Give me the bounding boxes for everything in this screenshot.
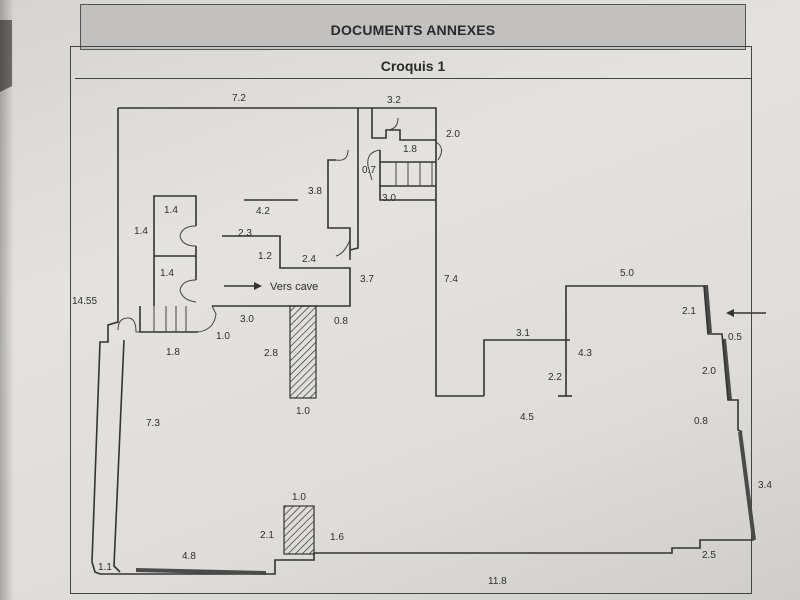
dim-stair-inner: 1.8: [403, 144, 417, 155]
dim-door-b: 0.8: [334, 316, 348, 327]
left-inner-wall: [113, 339, 125, 573]
stair-block-left-wall: [349, 108, 359, 251]
dim-bottom-window: 4.8: [182, 551, 196, 562]
right-window-c: [738, 431, 756, 541]
corridor-lower-wall: [212, 235, 351, 307]
door-arc-corridor-a: [335, 149, 349, 161]
dim-pillar-top: 1.0: [292, 492, 306, 503]
dim-right-wall-a: 2.0: [702, 366, 716, 377]
dim-room-top-b: 1.4: [160, 268, 174, 279]
stair-block-inner-top: [371, 108, 436, 141]
left-rooms: [117, 195, 217, 333]
corridor: [212, 149, 351, 307]
door-arc-room-a: [179, 225, 197, 247]
stair-block-top: [358, 107, 484, 397]
dim-corridor-mid: 2.3: [238, 228, 252, 239]
dim-long-side: 7.4: [444, 274, 458, 285]
dim-left-height: 14.55: [72, 296, 97, 307]
right-upper-wall: [565, 285, 743, 433]
hatched-pillar-middle: [289, 305, 317, 399]
arrow-vers-cave: [224, 282, 262, 290]
dim-stair-side: 2.0: [446, 129, 460, 140]
dim-top-wall: 7.2: [232, 93, 246, 104]
bottom-wall: [120, 539, 754, 575]
sketch-title-bar: Croquis 1: [75, 54, 751, 79]
dim-bottom-left: 1.1: [98, 562, 112, 573]
dim-small-gap: 0.7: [362, 165, 376, 176]
upper-stair-block: [349, 108, 442, 251]
sketch-title: Croquis 1: [380, 58, 446, 74]
dim-right-entry: 2.1: [682, 306, 696, 317]
right-window-a: [704, 284, 712, 334]
door-arc-right: [435, 141, 442, 161]
stair-under: [379, 186, 436, 201]
dim-step-b: 2.4: [302, 254, 316, 265]
bottom-window: [135, 568, 267, 575]
lower-stair-treads: [153, 306, 187, 332]
dim-right-wall-b: 0.8: [694, 416, 708, 427]
lower-stair-box: [139, 306, 198, 333]
dim-room-top-a: 1.4: [164, 205, 178, 216]
dim-door-a: 1.0: [216, 331, 230, 342]
dim-stair-bottom: 3.0: [382, 193, 396, 204]
dim-right-small: 0.5: [728, 332, 742, 343]
right-window-b: [722, 338, 732, 401]
door-arc-room-b: [179, 279, 197, 303]
dim-stair-top: 3.2: [387, 95, 401, 106]
dim-pillar-right: 1.6: [330, 532, 344, 543]
hatched-pillar-bottom: [283, 505, 315, 555]
paper-edge-shadow: [0, 0, 14, 600]
door-arc-stair: [367, 149, 381, 181]
dimension-labels: 7.2 3.2 2.0 1.8 0.7 3.0 3.8 4.2 2.3 1.2 …: [72, 93, 772, 587]
dim-room-side-a: 1.4: [134, 226, 148, 237]
outer-walls: [91, 107, 754, 575]
door-arc-corridor-b: [335, 239, 351, 257]
dim-inner-wall: 3.7: [360, 274, 374, 285]
documents-header-title: DOCUMENTS ANNEXES: [330, 22, 496, 38]
dim-right-step-a: 3.1: [516, 328, 530, 339]
right-step-wall: [483, 339, 570, 396]
dim-pillar-left: 2.1: [260, 530, 274, 541]
small-room-a-wall: [153, 195, 197, 306]
left-outer-wall: [91, 108, 120, 575]
dim-step-a: 1.2: [258, 251, 272, 262]
vers-cave-label: Vers cave: [270, 281, 318, 293]
dim-right-wall-c: 3.4: [758, 480, 772, 491]
dim-stair-lower: 3.0: [240, 314, 254, 325]
door-arc-stair-lower: [197, 305, 217, 333]
dim-stair-lower-base: 1.8: [166, 347, 180, 358]
small-room-a-bottom: [154, 246, 197, 257]
door-arc-left: [117, 317, 140, 333]
dim-corridor-left: 3.8: [308, 186, 322, 197]
dim-right-step-b: 4.3: [578, 348, 592, 359]
dim-right-top: 5.0: [620, 268, 634, 279]
upper-stair-treads: [395, 162, 433, 186]
dim-bottom-total: 11.8: [488, 576, 507, 587]
dim-bottom-corner: 2.5: [702, 550, 716, 561]
dim-left-lower: 7.3: [146, 418, 160, 429]
entry-arrow: [726, 309, 766, 317]
documents-header: DOCUMENTS ANNEXES: [80, 4, 746, 50]
dim-corridor-upper: 4.2: [256, 206, 270, 217]
sketch-frame: [70, 46, 752, 594]
dim-hatch-height: 2.8: [264, 348, 278, 359]
dim-right-step-c: 2.2: [548, 372, 562, 383]
corridor-inner-wall: [327, 159, 351, 260]
dim-right-bottom: 4.5: [520, 412, 534, 423]
dim-hatch-width: 1.0: [296, 406, 310, 417]
door-arc-top: [385, 117, 399, 131]
